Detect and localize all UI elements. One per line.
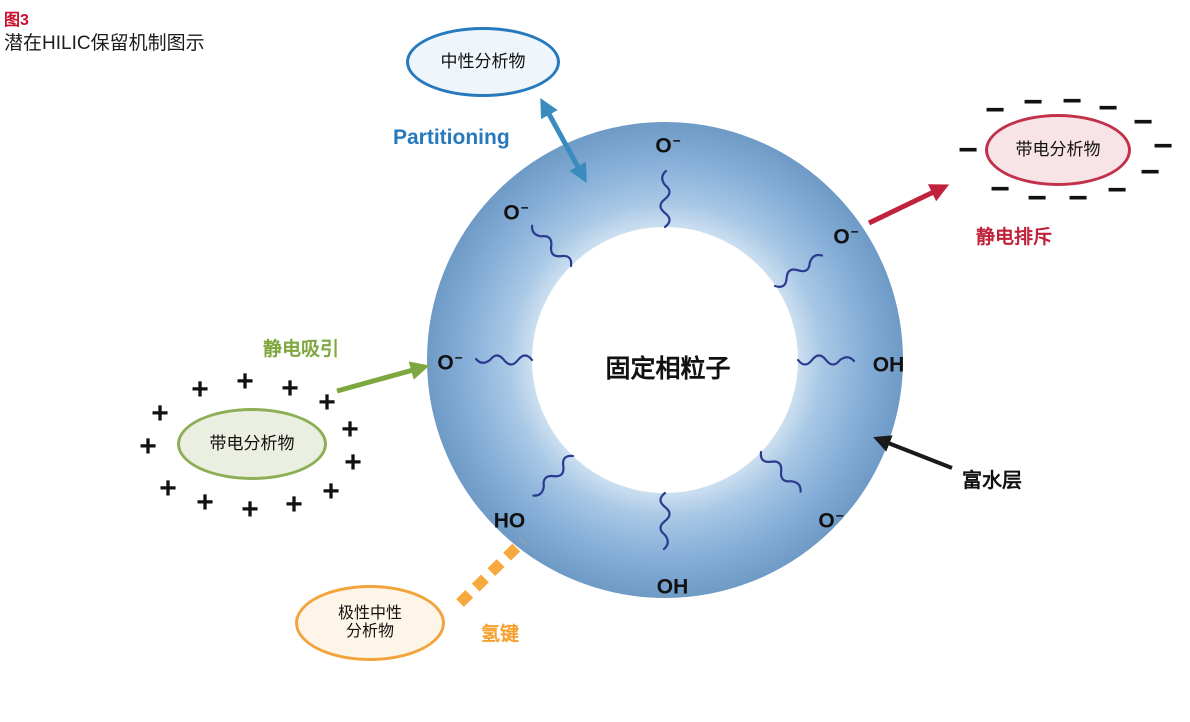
- water-rich-layer-ring: [427, 122, 903, 598]
- minus-symbol: −: [985, 91, 1005, 129]
- figure-number: 图3: [4, 12, 29, 29]
- minus-symbol: −: [1068, 179, 1088, 217]
- ligand-base: OH: [872, 353, 905, 377]
- charged-analyte-positive-ellipse: 带电分析物: [177, 408, 327, 480]
- minus-symbol: −: [1027, 179, 1047, 217]
- plus-symbol: +: [341, 413, 359, 446]
- ligand-label-oh: OH: [873, 353, 906, 378]
- ligand-charge: −: [850, 224, 859, 240]
- plus-symbol: +: [159, 472, 177, 505]
- charged-analyte-negative-label: 带电分析物: [1015, 140, 1101, 160]
- attraction-arrow: [336, 361, 430, 394]
- partitioning-label: Partitioning: [393, 126, 510, 149]
- electrostatic-repulsion-label: 静电排斥: [976, 227, 1053, 248]
- ligand-charge: −: [672, 133, 681, 149]
- minus-symbol: −: [1098, 89, 1118, 127]
- ligand-base: O: [833, 225, 850, 249]
- minus-symbol: −: [1133, 103, 1153, 141]
- minus-symbol: −: [990, 170, 1010, 208]
- minus-symbol: −: [1023, 83, 1043, 121]
- neutral-analyte-label: 中性分析物: [440, 52, 526, 72]
- minus-symbol: −: [1107, 171, 1127, 209]
- ligand-label-o-minus: O−: [503, 201, 528, 226]
- ligand-label-ho: HO: [494, 509, 527, 534]
- plus-symbol: +: [318, 386, 336, 419]
- ligand-label-o-minus: O−: [655, 134, 680, 159]
- plus-symbol: +: [139, 430, 157, 463]
- ligand-base: HO: [493, 509, 526, 533]
- ligand-base: O: [818, 509, 835, 533]
- plus-symbol: +: [344, 446, 362, 479]
- plus-symbol: +: [191, 373, 209, 406]
- plus-symbol: +: [285, 488, 303, 521]
- plus-symbol: +: [322, 475, 340, 508]
- minus-symbol: −: [958, 131, 978, 169]
- plus-symbol: +: [196, 486, 214, 519]
- polar-neutral-analyte-label-line2: 分析物: [345, 623, 394, 640]
- ligand-base: O: [655, 134, 672, 158]
- ligand-label-oh: OH: [657, 575, 690, 600]
- ligand-charge: −: [520, 200, 529, 216]
- ligand-label-o-minus: O−: [818, 509, 843, 534]
- ligand-base: O: [503, 201, 520, 225]
- charged-analyte-positive-label: 带电分析物: [209, 434, 295, 454]
- ligand-base: OH: [656, 575, 689, 599]
- plus-symbol: +: [241, 493, 259, 526]
- ligand-base: O: [437, 351, 454, 375]
- polar-neutral-analyte-label-line1: 极性中性: [337, 604, 402, 622]
- plus-symbol: +: [151, 397, 169, 430]
- partitioning-arrow: [540, 97, 587, 184]
- ligand-charge: −: [454, 350, 463, 366]
- polar-neutral-analyte-ellipse: 极性中性 分析物: [295, 585, 445, 661]
- ligand-charge: −: [835, 508, 844, 524]
- hydrogen-bond-label: 氢键: [481, 624, 520, 645]
- ligand-label-o-minus: O−: [437, 351, 462, 376]
- figure-title: 潜在HILIC保留机制图示: [4, 33, 205, 54]
- repulsion-arrow: [867, 184, 950, 226]
- charged-analyte-negative-ellipse: 带电分析物: [985, 114, 1131, 186]
- ligand-label-o-minus: O−: [833, 225, 858, 250]
- minus-symbol: −: [1062, 82, 1082, 120]
- minus-symbol: −: [1153, 127, 1173, 165]
- hydrogen-bond-dashes: [456, 537, 527, 607]
- plus-symbol: +: [281, 372, 299, 405]
- water-layer-arrow: [873, 435, 953, 470]
- electrostatic-attraction-label: 静电吸引: [263, 339, 340, 360]
- stationary-phase-label: 固定相粒子: [605, 355, 731, 383]
- neutral-analyte-ellipse: 中性分析物: [406, 27, 560, 97]
- minus-symbol: −: [1140, 153, 1160, 191]
- water-rich-layer-label: 富水层: [962, 470, 1022, 492]
- plus-symbol: +: [236, 365, 254, 398]
